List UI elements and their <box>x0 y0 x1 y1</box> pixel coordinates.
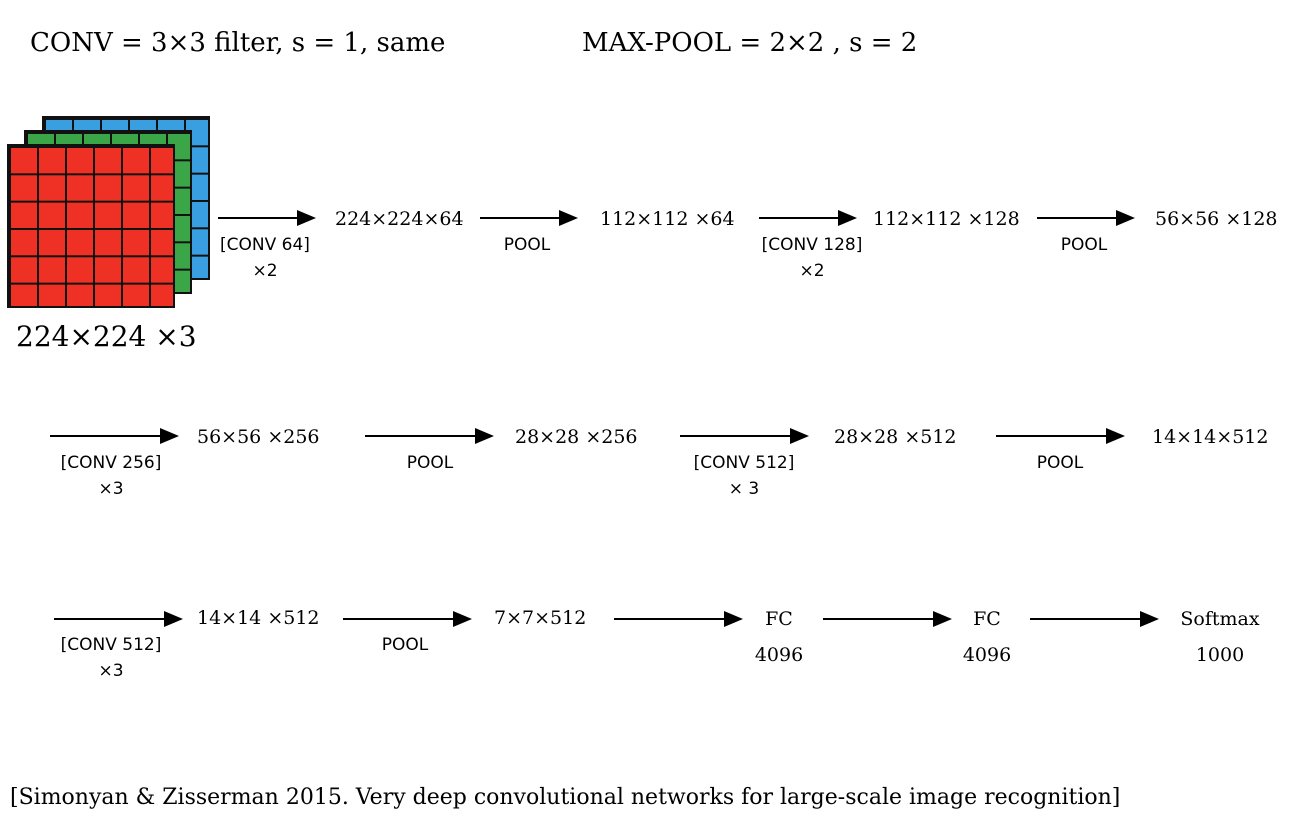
pool-op-label: POOL <box>503 235 551 255</box>
arrow <box>50 428 179 444</box>
conv-op-label: [CONV 64] ×2 <box>220 235 310 281</box>
layer-output: 28×28 ×512 <box>834 426 957 448</box>
fc-layer: FC 4096 <box>754 608 804 666</box>
arrow <box>365 428 494 444</box>
layer-output: 56×56 ×256 <box>197 426 320 448</box>
layer-output: 224×224×64 <box>335 208 464 230</box>
citation: [Simonyan & Zisserman 2015. Very deep co… <box>10 785 1121 810</box>
arrow <box>823 611 952 627</box>
input-dimensions: 224×224 ×3 <box>16 320 197 353</box>
fc-layer: FC 4096 <box>962 608 1012 666</box>
arrow <box>614 611 743 627</box>
arrow <box>1037 210 1135 226</box>
arrow <box>54 611 183 627</box>
input-channel-red <box>7 144 175 308</box>
arrow <box>996 428 1125 444</box>
conv-op-label: [CONV 512] × 3 <box>693 453 795 499</box>
pool-op-label: POOL <box>1060 235 1108 255</box>
layer-output: 112×112 ×128 <box>873 208 1020 230</box>
pool-op-label: POOL <box>406 453 454 473</box>
layer-output: 14×14 ×512 <box>197 607 320 629</box>
layer-output: 112×112 ×64 <box>600 208 735 230</box>
arrow <box>680 428 809 444</box>
arrow <box>759 210 857 226</box>
conv-op-label: [CONV 128] ×2 <box>761 235 863 281</box>
conv-definition: CONV = 3×3 filter, s = 1, same <box>30 28 446 58</box>
layer-output: 28×28 ×256 <box>515 426 638 448</box>
arrow <box>218 210 316 226</box>
layer-output: 56×56 ×128 <box>1155 208 1278 230</box>
layer-output: 14×14×512 <box>1152 426 1269 448</box>
conv-op-label: [CONV 256] ×3 <box>60 453 162 499</box>
arrow <box>480 210 578 226</box>
pool-op-label: POOL <box>1036 453 1084 473</box>
layer-output: 7×7×512 <box>494 607 587 629</box>
arrow <box>1030 611 1159 627</box>
pool-op-label: POOL <box>381 635 429 655</box>
maxpool-definition: MAX-POOL = 2×2 , s = 2 <box>582 28 918 58</box>
conv-op-label: [CONV 512] ×3 <box>60 635 162 681</box>
arrow <box>343 611 472 627</box>
softmax-layer: Softmax 1000 <box>1180 608 1260 666</box>
